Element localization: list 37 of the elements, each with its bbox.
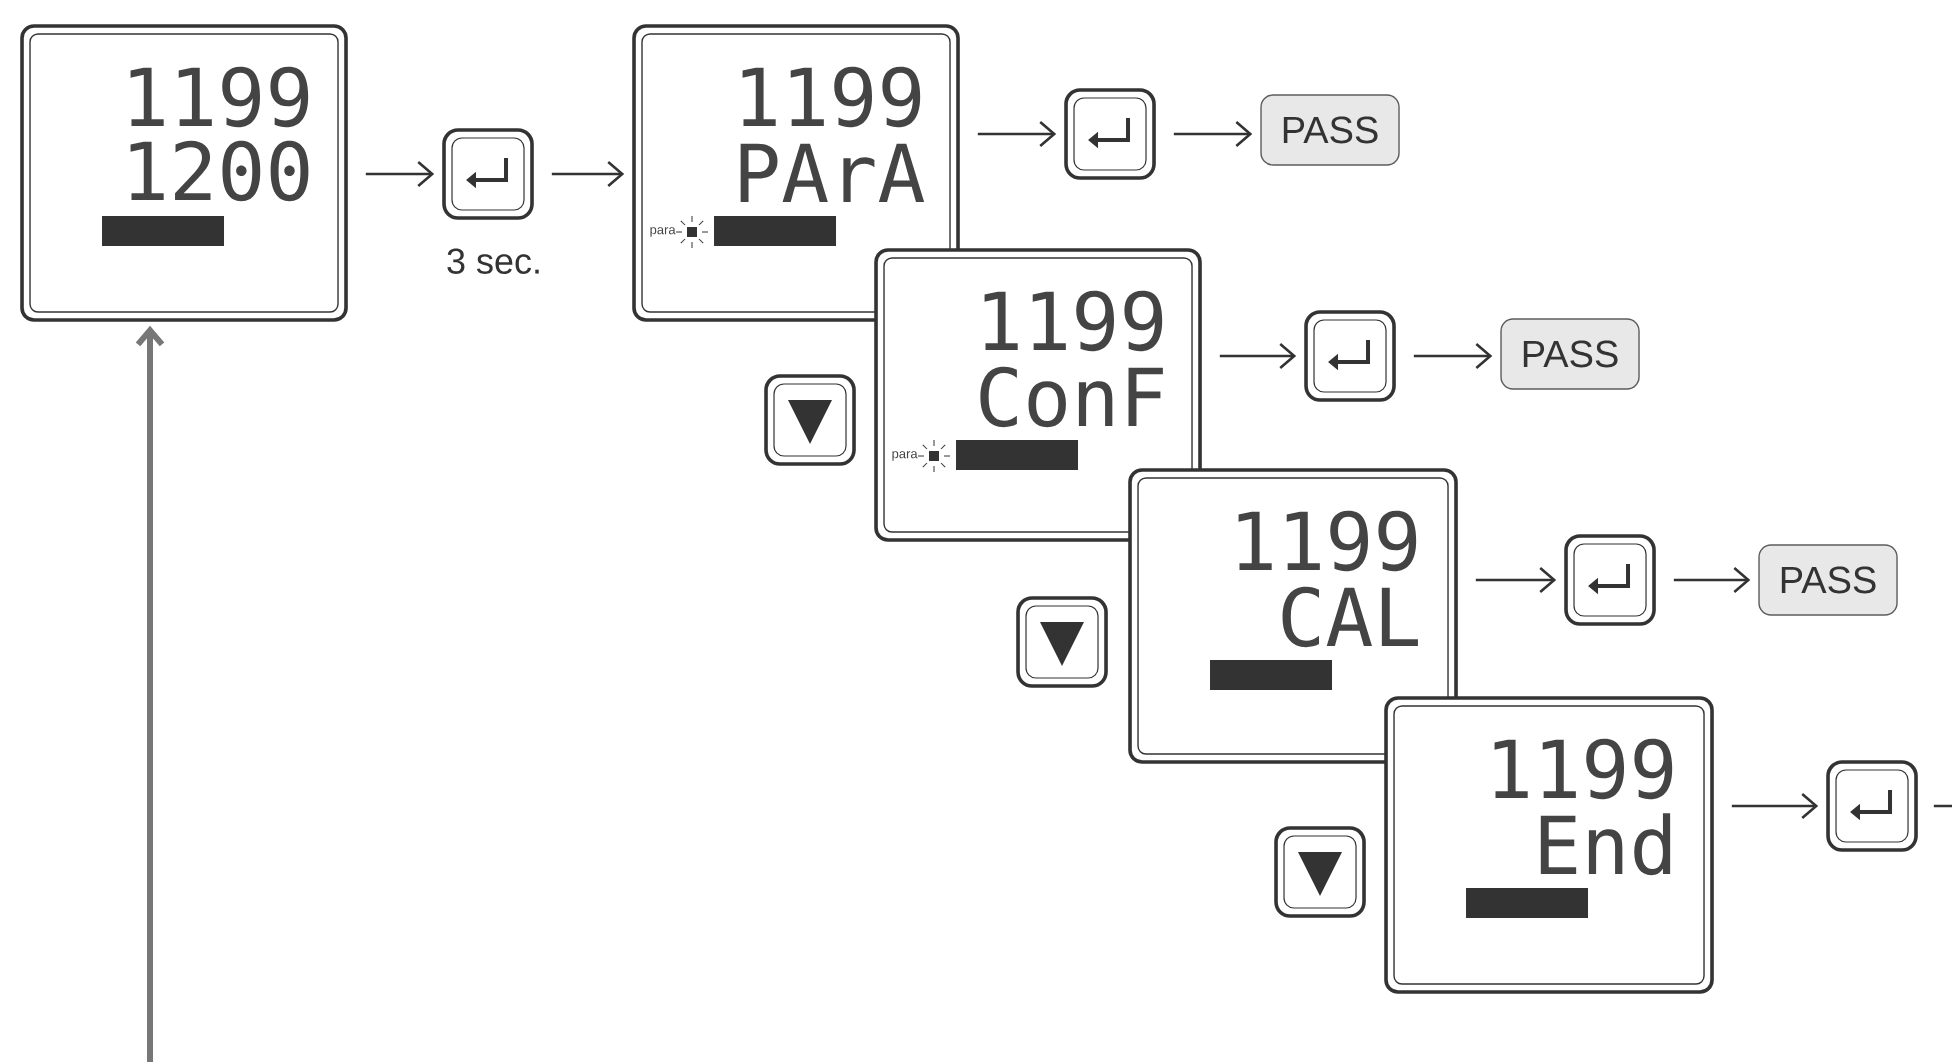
enter-key <box>1304 310 1396 402</box>
arrow <box>1173 121 1253 147</box>
down-key <box>764 374 856 466</box>
display-reading: CAL <box>1282 586 1418 648</box>
display-reading: ConF <box>980 366 1163 428</box>
arrow <box>365 161 435 187</box>
display-reading: 1199 <box>130 66 309 128</box>
status-box: PASS <box>1758 544 1898 616</box>
enter-key <box>1826 760 1918 852</box>
status-box: PASS <box>1260 94 1400 166</box>
lcd-display <box>874 248 1202 542</box>
lcd-display <box>632 24 960 322</box>
arrow <box>551 161 625 187</box>
down-key <box>1016 596 1108 688</box>
enter-key <box>442 128 534 220</box>
display-reading: 1199 <box>984 290 1163 352</box>
arrow <box>1673 567 1751 593</box>
arrow <box>1413 343 1493 369</box>
lcd-display <box>20 24 348 322</box>
arrow <box>1475 567 1557 593</box>
arrow <box>1731 793 1819 819</box>
display-reading: 1199 <box>1238 510 1417 572</box>
status-box: PASS <box>1500 318 1640 390</box>
display-reading: 1199 <box>742 66 921 128</box>
display-reading: End <box>1540 813 1671 876</box>
arrow <box>977 121 1057 147</box>
lcd-display <box>1128 468 1458 764</box>
display-reading: PArA <box>740 143 925 202</box>
duration-label: 3 sec. <box>447 248 539 274</box>
display-reading: 1199 <box>1494 738 1673 800</box>
arrow <box>135 325 165 1062</box>
enter-key <box>1564 534 1656 626</box>
lcd-display <box>1384 696 1714 994</box>
enter-key <box>1064 88 1156 180</box>
arrow <box>1219 343 1297 369</box>
display-reading: 1200 <box>130 140 309 202</box>
down-key <box>1274 826 1366 918</box>
